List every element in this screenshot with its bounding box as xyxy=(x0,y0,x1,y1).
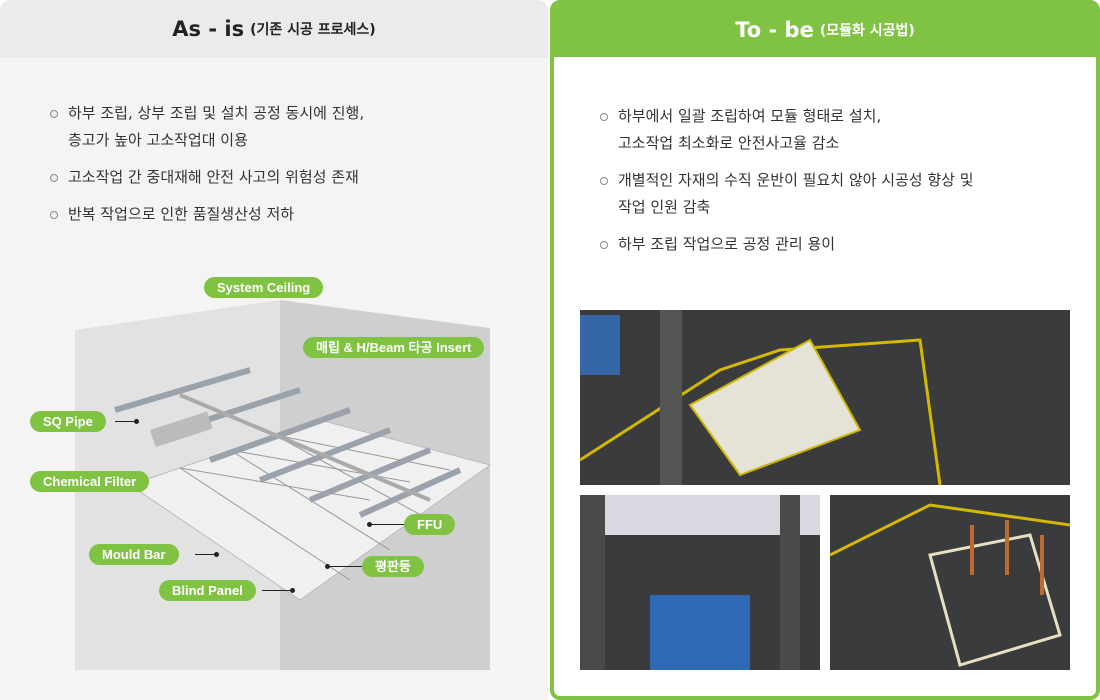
list-item: 하부 조립 작업으로 공정 관리 용이 xyxy=(600,231,974,258)
list-item: 하부에서 일괄 조립하여 모듈 형태로 설치, 고소작업 최소화로 안전사고율 … xyxy=(600,103,974,157)
label-flat-light: 평판등 xyxy=(362,556,424,577)
label-system-ceiling: System Ceiling xyxy=(204,277,324,298)
module-assembly-image xyxy=(830,495,1070,670)
list-item: 하부 조립, 상부 조립 및 설치 공정 동시에 진행, 층고가 높아 고소작업… xyxy=(50,100,364,154)
to-be-header: To - be (모듈화 시공법) xyxy=(554,4,1096,57)
label-blind-panel: Blind Panel xyxy=(159,580,256,601)
module-overview-image xyxy=(580,310,1070,485)
as-is-panel: As - is (기존 시공 프로세스) 하부 조립, 상부 조립 및 설치 공… xyxy=(0,0,548,700)
label-ffu: FFU xyxy=(404,514,456,535)
system-ceiling-diagram xyxy=(75,300,492,670)
list-item: 개별적인 자재의 수직 운반이 필요치 않아 시공성 향상 및 작업 인원 감축 xyxy=(600,167,974,221)
to-be-panel: To - be (모듈화 시공법) 하부에서 일괄 조립하여 모듈 형태로 설치… xyxy=(550,0,1100,700)
module-lift-image xyxy=(580,495,820,670)
as-is-header: As - is (기존 시공 프로세스) xyxy=(0,0,548,58)
list-item: 고소작업 간 중대재해 안전 사고의 위험성 존재 xyxy=(50,164,364,191)
label-sq-pipe: SQ Pipe xyxy=(30,411,106,432)
as-is-bullets: 하부 조립, 상부 조립 및 설치 공정 동시에 진행, 층고가 높아 고소작업… xyxy=(50,100,364,238)
to-be-subtitle: (모듈화 시공법) xyxy=(819,23,915,39)
label-chemical-filter: Chemical Filter xyxy=(30,471,150,492)
as-is-subtitle: (기존 시공 프로세스) xyxy=(250,22,376,38)
label-insert: 매립 & H/Beam 타공 Insert xyxy=(303,337,485,358)
label-mould-bar: Mould Bar xyxy=(89,544,179,565)
to-be-bullets: 하부에서 일괄 조립하여 모듈 형태로 설치, 고소작업 최소화로 안전사고율 … xyxy=(600,103,974,268)
as-is-title: As - is xyxy=(172,17,245,41)
to-be-title: To - be xyxy=(735,18,814,42)
list-item: 반복 작업으로 인한 품질생산성 저하 xyxy=(50,201,364,228)
